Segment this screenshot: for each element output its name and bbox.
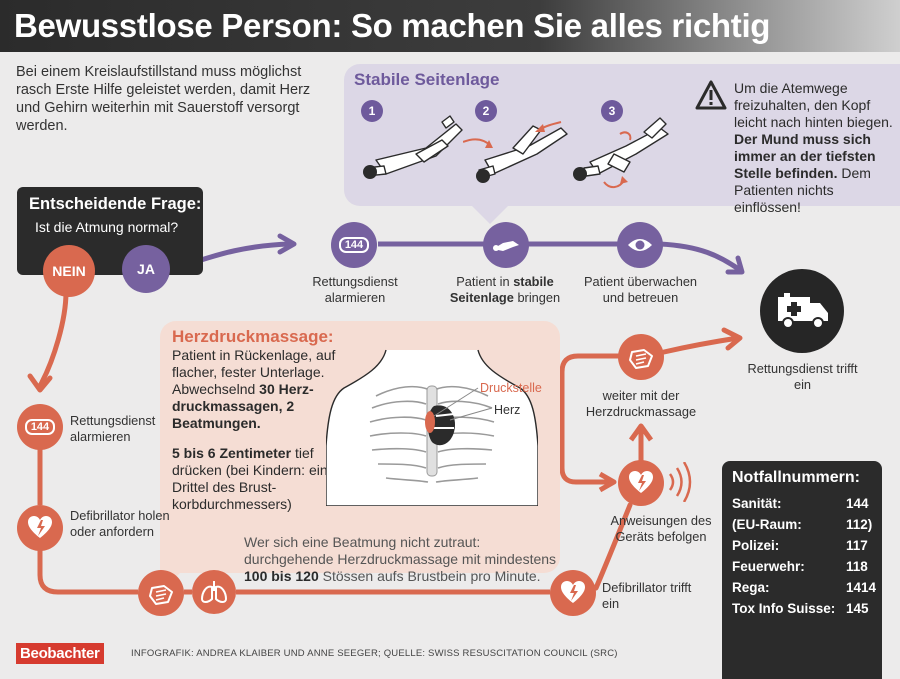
cpr-depth-bold: 5 bis 6 Zentimeter: [172, 445, 292, 461]
stable-position-step2-illustration: [463, 121, 568, 183]
cpr-note-text: Wer sich eine Beatmung nicht zutraut: du…: [244, 534, 557, 567]
emergency-service-name: Polizei:: [732, 538, 780, 553]
phone-144-icon: 144: [24, 419, 56, 435]
cpr-hands-circle: [138, 570, 184, 616]
yes-monitor-circle: [617, 222, 663, 268]
ambulance-arrives-label: Rettungsdienst trifft ein: [747, 361, 858, 392]
emergency-service-name: Sanität:: [732, 496, 782, 511]
emergency-service-number: 145: [846, 601, 869, 616]
pressure-point-label: Druckstelle: [480, 381, 542, 395]
continue-cpr-circle: [618, 334, 664, 380]
emergency-service-name: (EU-Raum:: [732, 517, 802, 532]
yes-stable-position-circle: [483, 222, 529, 268]
emergency-service-name: Rega:: [732, 580, 770, 595]
eye-icon: [628, 239, 652, 251]
yes-call-label: Rettungsdienst alarmieren: [312, 274, 398, 305]
defib-arrives-circle: [550, 570, 596, 616]
lungs-icon: [200, 581, 228, 603]
defib-arrives-label: Defibrillator trifft ein: [602, 580, 692, 611]
credits-text: INFOGRAFIK: ANDREA KLAIBER UND ANNE SEEG…: [131, 648, 618, 659]
cpr-note: Wer sich eine Beatmung nicht zutraut: du…: [244, 534, 564, 585]
warning-icon: [695, 80, 727, 110]
answer-no-badge: NEIN: [43, 245, 95, 297]
no-call-label: Rettungsdienst alarmieren: [70, 413, 156, 444]
emergency-numbers-title: Notfallnummern:: [732, 469, 860, 486]
stable-position-warning: Um die Atemwege freizuhalten, den Kopf l…: [734, 80, 894, 216]
phone-144-icon: 144: [338, 237, 370, 253]
header-bar: Bewusstlose Person: So machen Sie alles …: [0, 0, 900, 52]
emergency-service-number: 117: [846, 538, 868, 553]
no-defib-fetch-circle: [17, 505, 63, 551]
emergency-service-name: Feuerwehr:: [732, 559, 805, 574]
follow-device-circle: [618, 460, 664, 506]
chest-illustration: [326, 349, 538, 506]
warning-text-2: Dem Patienten nichts einflössen!: [734, 165, 871, 215]
page-title: Bewusstlose Person: So machen Sie alles …: [14, 7, 771, 44]
yes-stable-label-post: bringen: [517, 290, 561, 305]
emergency-number-row: Sanität: 144: [732, 493, 878, 514]
defibrillator-heart-icon: [561, 581, 585, 603]
stable-position-pointer: [470, 204, 510, 224]
ambulance-circle: [760, 269, 844, 353]
heart-label: Herz: [494, 403, 521, 417]
yes-stable-label-bold: stabile Seitenlage: [449, 274, 554, 305]
cpr-title: Herzdruckmassage:: [172, 327, 334, 346]
cpr-note-bold: 100 bis 120: [244, 568, 319, 584]
key-question-heading: Entscheidende Frage:: [29, 195, 202, 213]
yes-stable-label-pre: Patient in: [456, 274, 510, 289]
answer-no-label: NEIN: [52, 263, 86, 279]
lungs-circle: [192, 570, 236, 614]
key-question-text: Ist die Atmung normal?: [35, 219, 179, 235]
emergency-number-row: Polizei: 117: [732, 535, 878, 556]
stable-position-step3-illustration: [573, 117, 669, 188]
emergency-service-name: Tox Info Suisse:: [732, 601, 836, 616]
sound-waves-icon: [668, 462, 692, 502]
emergency-numbers-list: Sanität: 144 (EU-Raum: 112) Polizei: 117 Fe…: [732, 493, 878, 619]
cpr-instructions-bold: 30 Herz­druckmassagen, 2 Beatmungen.: [172, 381, 314, 431]
emergency-service-number: 112): [846, 517, 873, 532]
follow-device-label: Anweisungen des Geräts befolgen: [610, 513, 712, 544]
yes-stable-label: Patient in stabile Seitenlage bringen: [440, 274, 570, 306]
no-call-144-circle: 144: [17, 404, 63, 450]
warning-text-1: Um die Atemwege freizuhalten, den Kopf l…: [734, 80, 893, 130]
emergency-number-row: Feuerwehr: 118: [732, 556, 878, 577]
warning-text-bold: Der Mund muss sich immer an der tiefsten…: [734, 131, 876, 181]
stable-position-title: Stabile Seitenlage: [354, 70, 500, 89]
emergency-service-number: 1414: [846, 580, 877, 595]
cpr-depth-text: tief drücken (bei Kindern: ein Drittel d…: [172, 445, 328, 512]
intro-text: Bei einem Kreislaufstillstand muss mögli…: [16, 64, 311, 134]
defibrillator-heart-icon: [629, 471, 653, 493]
cpr-note-end: Stössen aufs Brustbein pro Minute.: [322, 568, 541, 584]
emergency-service-number: 118: [846, 559, 868, 574]
no-defib-fetch-label: Defibrillator holen oder anfordern: [70, 508, 170, 539]
yes-monitor-label: Patient überwachen und betreuen: [583, 274, 698, 305]
step-number-2: 2: [475, 100, 497, 122]
stable-position-step1-illustration: [363, 115, 463, 179]
recovery-position-icon: [493, 241, 519, 251]
cpr-instructions-text: Patient in Rückenlage, auf flacher, fest…: [172, 347, 336, 397]
step-number-3: 3: [601, 100, 623, 122]
emergency-number-row: Rega: 1414: [732, 577, 878, 598]
cpr-hands-icon: [149, 585, 173, 605]
continue-cpr-label: weiter mit der Herzdruckmassage: [585, 388, 697, 419]
emergency-service-number: 144: [846, 496, 869, 511]
ambulance-icon: [778, 293, 828, 329]
emergency-numbers-box: Notfallnummern: Sanität: 144 (EU-Raum: 112…: [722, 461, 882, 679]
step-number-1: 1: [361, 100, 383, 122]
cpr-hands-icon: [629, 349, 653, 369]
yes-call-144-circle: 144: [331, 222, 377, 268]
emergency-number-row: (EU-Raum: 112): [732, 514, 878, 535]
answer-yes-label: JA: [137, 261, 155, 277]
cpr-depth: 5 bis 6 Zentimeter tief drücken (bei Kin…: [172, 445, 332, 513]
beobachter-logo: Beobachter: [16, 643, 104, 664]
defibrillator-heart-icon: [28, 516, 52, 538]
cpr-instructions: Patient in Rückenlage, auf flacher, fest…: [172, 347, 342, 432]
answer-yes-badge: JA: [122, 245, 170, 293]
emergency-number-row: Tox Info Suisse: 145: [732, 598, 878, 619]
